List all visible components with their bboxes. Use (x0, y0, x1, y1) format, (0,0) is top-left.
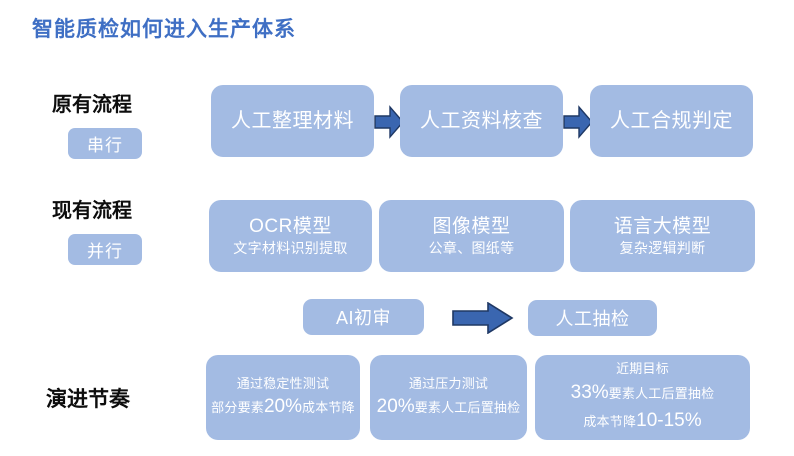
flow-box-title: 人工合规判定 (610, 109, 733, 132)
milestone-text-post: 成本节降 (302, 400, 355, 415)
milestone-text-pre: 成本节降 (583, 414, 637, 430)
row-label-current-process: 现有流程 (52, 200, 132, 222)
flow-box-manual-review[interactable]: 人工资料核查 (400, 85, 563, 157)
page-title: 智能质检如何进入生产体系 (32, 18, 296, 41)
flow-box-manual-spot-check[interactable]: 人工抽检 (528, 300, 657, 336)
milestone-text-post: 要素人工后置抽检 (414, 400, 521, 415)
right-arrow-icon (452, 302, 514, 334)
milestone-line-1: 近期目标 (616, 361, 669, 377)
row-label-evolution-pace: 演进节奏 (46, 388, 130, 411)
flow-box-subtitle: 文字材料识别提取 (233, 240, 348, 257)
milestone-metric: 33% (570, 381, 609, 403)
flow-box-subtitle: 复杂逻辑判断 (619, 240, 706, 257)
flow-box-title: OCR模型 (249, 215, 332, 237)
flow-box-manual-compliance[interactable]: 人工合规判定 (590, 85, 753, 157)
milestone-box-near-term-goal[interactable]: 近期目标 33%要素人工后置抽检 成本节降10-15% (535, 355, 750, 440)
flow-box-title: 图像模型 (432, 215, 511, 237)
row-badge-parallel: 并行 (68, 234, 142, 265)
row-badge-serial: 串行 (68, 128, 142, 159)
flow-box-image-model[interactable]: 图像模型 公章、图纸等 (379, 200, 564, 272)
milestone-line-1: 通过压力测试 (408, 375, 489, 391)
flow-box-title: 人工资料核查 (420, 109, 543, 132)
milestone-box-stress-test[interactable]: 通过压力测试 20%要素人工后置抽检 (370, 355, 527, 440)
milestone-line-2: 33%要素人工后置抽检 (571, 379, 715, 408)
row-label-original-process: 原有流程 (52, 94, 132, 116)
right-arrow-icon (374, 105, 404, 139)
flow-box-title: 人工整理材料 (231, 109, 354, 132)
milestone-text-post: 要素人工后置抽检 (608, 385, 715, 401)
milestone-metric: 20% (376, 396, 415, 417)
flow-box-language-model[interactable]: 语言大模型 复杂逻辑判断 (570, 200, 755, 272)
milestone-metric: 20% (263, 396, 303, 417)
milestone-line-2: 20%要素人工后置抽检 (377, 393, 521, 422)
milestone-text-pre: 部分要素 (211, 400, 264, 415)
milestone-line-3: 成本节降10-15% (583, 407, 701, 436)
right-arrow-icon (563, 105, 593, 139)
flow-box-title: 语言大模型 (613, 215, 712, 237)
flow-box-subtitle: 公章、图纸等 (428, 240, 515, 257)
flow-box-ai-first-review[interactable]: AI初审 (303, 299, 424, 335)
milestone-line-1: 通过稳定性测试 (236, 375, 330, 391)
flow-box-manual-organize[interactable]: 人工整理材料 (211, 85, 374, 157)
flow-box-ocr-model[interactable]: OCR模型 文字材料识别提取 (209, 200, 372, 272)
milestone-line-2: 部分要素20%成本节降 (211, 393, 355, 422)
milestone-box-stability-test[interactable]: 通过稳定性测试 部分要素20%成本节降 (206, 355, 360, 440)
milestone-metric: 10-15% (636, 410, 702, 432)
